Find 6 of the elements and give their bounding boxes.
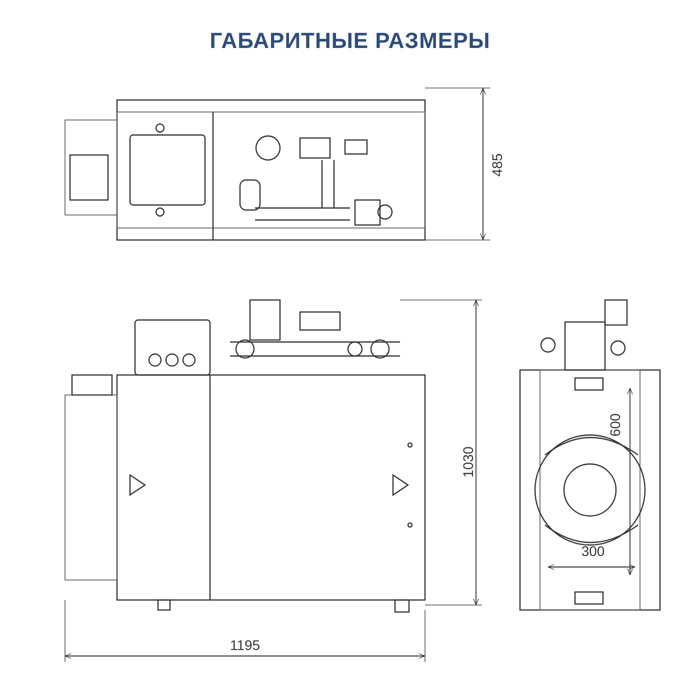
dimension-label: 485 [490, 153, 504, 177]
dimension-label: 1030 [461, 446, 475, 478]
dimension-label: 300 [581, 544, 605, 558]
dimension-label: 1195 [230, 638, 260, 652]
title: ГАБАРИТНЫЕ РАЗМЕРЫ [208, 28, 492, 54]
dimension-label: 600 [608, 413, 622, 437]
